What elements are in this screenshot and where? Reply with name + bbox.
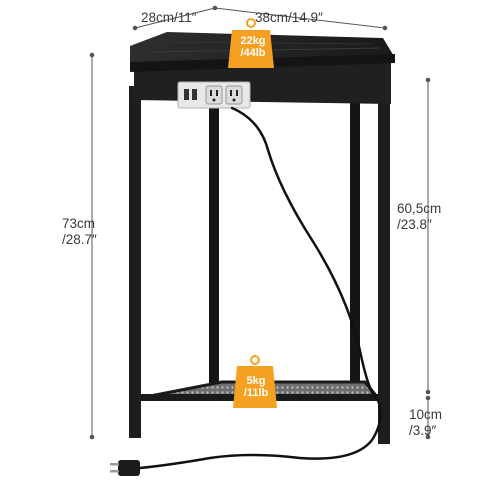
total-height-in: /28.7″ [62, 232, 97, 247]
power-outlet-icon [205, 85, 243, 105]
shelf-load-capacity: 5kg /11lb [235, 375, 277, 399]
shelf-load-kg: 5kg [246, 375, 266, 387]
dimension-lines [89, 5, 431, 440]
power-plug-icon [110, 460, 140, 476]
back-leg-left [209, 108, 219, 386]
table-frame [129, 32, 395, 444]
shelf-height-cm: 10cm [409, 407, 443, 422]
back-leg-right [350, 100, 360, 390]
total-height-cm: 73cm [62, 216, 96, 231]
clearance-label: 60,5cm /23.8″ [397, 201, 441, 233]
power-cord [138, 106, 382, 470]
top-load-lb: /44lb [240, 47, 266, 59]
power-strip [177, 81, 251, 109]
shelf-height-label: 10cm /3.9″ [409, 407, 442, 439]
clearance-cm: 60,5cm [397, 201, 442, 216]
depth-label: 28cm/11″ [141, 10, 197, 25]
front-leg-left [129, 86, 141, 438]
usb-port-icon [184, 89, 197, 100]
front-leg-right [378, 74, 390, 444]
total-height-label: 73cm /28.7″ [62, 216, 97, 248]
shelf-weight-badge-icon [233, 355, 277, 408]
top-load-kg: 22kg [240, 35, 266, 47]
top-load-capacity: 22kg /44lb [232, 35, 274, 59]
width-label: 38cm/14.9″ [255, 10, 323, 25]
weight-badge-icon [228, 18, 274, 68]
shelf-height-in: /3.9″ [409, 423, 437, 438]
clearance-in: /23.8″ [397, 217, 432, 232]
shelf-load-lb: /11lb [243, 387, 269, 399]
